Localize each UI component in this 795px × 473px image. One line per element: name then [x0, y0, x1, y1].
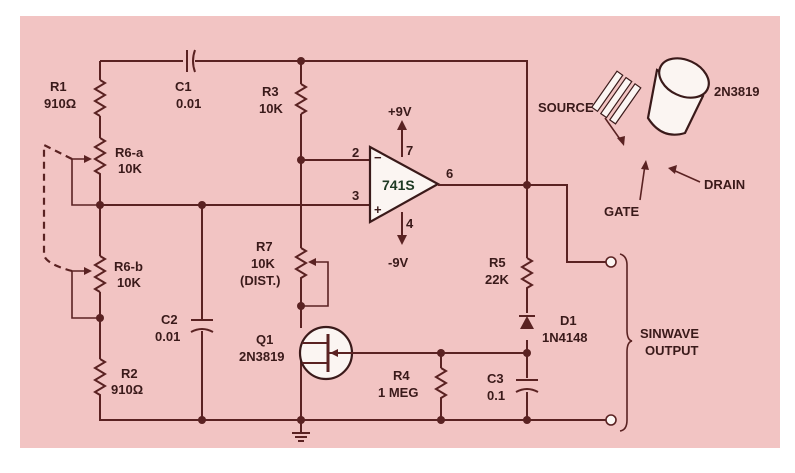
- r5-ref: R5: [489, 255, 506, 270]
- potentiometer-r6b: [93, 255, 107, 293]
- r6a-ref: R6-a: [115, 145, 144, 160]
- pin-4: 4: [406, 216, 414, 231]
- schematic-board: R1 910Ω C1 0.01 R6-a 10K R6-b 10K R2 910…: [20, 16, 780, 448]
- capacitor-c2: [190, 319, 214, 333]
- pin-label-source: SOURCE: [538, 100, 594, 115]
- resistor-r4: [434, 367, 448, 404]
- opamp-plus: +: [374, 202, 382, 217]
- resistor-r1: [93, 79, 107, 117]
- jfet-package-drawing: [590, 57, 710, 136]
- gate-pointer: [639, 164, 646, 201]
- opamp-741s: [368, 120, 441, 245]
- q1-ref: Q1: [256, 332, 273, 347]
- pin-label-gate: GATE: [604, 204, 639, 219]
- potentiometer-r6a: [93, 137, 107, 176]
- r2-ref: R2: [121, 366, 138, 381]
- pin-7: 7: [406, 143, 413, 158]
- r6a-value: 10K: [118, 161, 142, 176]
- c3-value: 0.1: [487, 388, 505, 403]
- output-brace: [619, 253, 633, 432]
- wiper-r6a: [71, 158, 100, 206]
- c3-ref: C3: [487, 371, 504, 386]
- r7-note: (DIST.): [240, 273, 280, 288]
- pin-3: 3: [352, 188, 359, 203]
- resistor-r2: [93, 358, 107, 396]
- resistor-r5: [520, 257, 534, 290]
- pin-2: 2: [352, 145, 359, 160]
- r6b-ref: R6-b: [114, 259, 143, 274]
- c1-ref: C1: [175, 79, 192, 94]
- opamp-minus: −: [374, 150, 382, 165]
- r4-value: 1 MEG: [378, 385, 418, 400]
- supply-negative: -9V: [388, 255, 409, 270]
- schematic: R1 910Ω C1 0.01 R6-a 10K R6-b 10K R2 910…: [42, 49, 760, 442]
- r7-ref: R7: [256, 239, 273, 254]
- r4-ref: R4: [393, 368, 410, 383]
- wire-output: [438, 184, 606, 263]
- q1-value: 2N3819: [239, 349, 285, 364]
- r2-value: 910Ω: [111, 382, 143, 397]
- wiper-r7: [301, 261, 329, 307]
- resistor-r3: [294, 83, 308, 115]
- pin-label-drain: DRAIN: [704, 177, 745, 192]
- drain-pointer: [672, 169, 701, 183]
- capacitor-c1: [186, 49, 196, 73]
- diode-d1: [519, 315, 535, 329]
- r5-value: 22K: [485, 272, 509, 287]
- wire-top: [100, 60, 528, 185]
- opamp-part: 741S: [382, 177, 415, 193]
- capacitor-c3: [515, 379, 539, 393]
- r1-value: 910Ω: [44, 96, 76, 111]
- ground-symbol: [292, 432, 310, 442]
- c1-value: 0.01: [176, 96, 201, 111]
- c2-value: 0.01: [155, 329, 180, 344]
- c2-ref: C2: [161, 312, 178, 327]
- pin-6: 6: [446, 166, 453, 181]
- d1-ref: D1: [560, 313, 577, 328]
- potentiometer-r7: [294, 247, 308, 284]
- r3-value: 10K: [259, 101, 283, 116]
- wire-r5-column: [526, 185, 606, 421]
- r3-ref: R3: [262, 84, 279, 99]
- r1-ref: R1: [50, 79, 67, 94]
- output-terminal-bottom[interactable]: [605, 414, 617, 426]
- junctions: [96, 57, 531, 424]
- wire-left-column: [99, 61, 527, 421]
- output-label-line2: OUTPUT: [645, 343, 699, 358]
- output-terminal-top[interactable]: [605, 256, 617, 268]
- d1-value: 1N4148: [542, 330, 588, 345]
- supply-positive: +9V: [388, 104, 412, 119]
- gang-link: [42, 143, 73, 273]
- jfet-q1: [298, 325, 354, 381]
- r7-value: 10K: [251, 256, 275, 271]
- package-part: 2N3819: [714, 84, 760, 99]
- output-label-line1: SINWAVE: [640, 326, 699, 341]
- r6b-value: 10K: [117, 275, 141, 290]
